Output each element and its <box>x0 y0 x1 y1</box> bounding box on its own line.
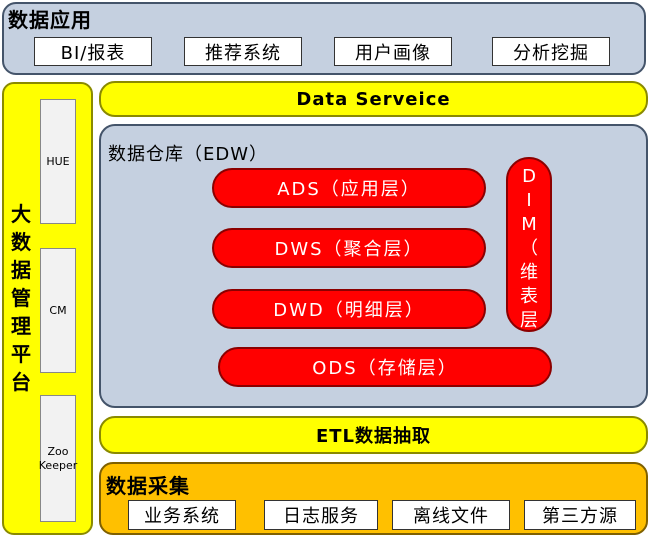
layer-dws[interactable]: DWS（聚合层） <box>212 228 486 268</box>
app-item-bi-report[interactable]: BI/报表 <box>34 37 152 66</box>
tool-zookeeper[interactable]: Zoo Keeper <box>39 395 77 522</box>
management-platform-label: 大 数 据 管 理 平 台 <box>11 202 31 394</box>
data-service-bar: Data Serveice <box>99 81 648 117</box>
tool-cm[interactable]: CM <box>40 248 76 373</box>
layer-dim[interactable] <box>506 157 552 332</box>
app-item-analysis-mining[interactable]: 分析挖掘 <box>492 37 610 66</box>
warehouse-title: 数据仓库（EDW） <box>108 144 269 165</box>
app-item-user-profile[interactable]: 用户画像 <box>334 37 452 66</box>
tool-hue[interactable]: HUE <box>40 99 76 224</box>
layer-ads[interactable]: ADS（应用层） <box>212 168 486 208</box>
source-log-service[interactable]: 日志服务 <box>264 500 378 530</box>
layer-ods[interactable]: ODS（存储层） <box>218 347 552 387</box>
source-business-system[interactable]: 业务系统 <box>128 500 236 530</box>
source-offline-files[interactable]: 离线文件 <box>392 500 510 530</box>
collection-title: 数据采集 <box>106 474 190 498</box>
app-item-recommendation[interactable]: 推荐系统 <box>184 37 302 66</box>
etl-bar: ETL数据抽取 <box>99 416 648 454</box>
application-title: 数据应用 <box>8 8 92 32</box>
layer-dwd[interactable]: DWD（明细层） <box>212 289 486 329</box>
layer-dim-label: D I M （ 维 表 层 <box>520 166 538 331</box>
source-third-party[interactable]: 第三方源 <box>524 500 636 530</box>
